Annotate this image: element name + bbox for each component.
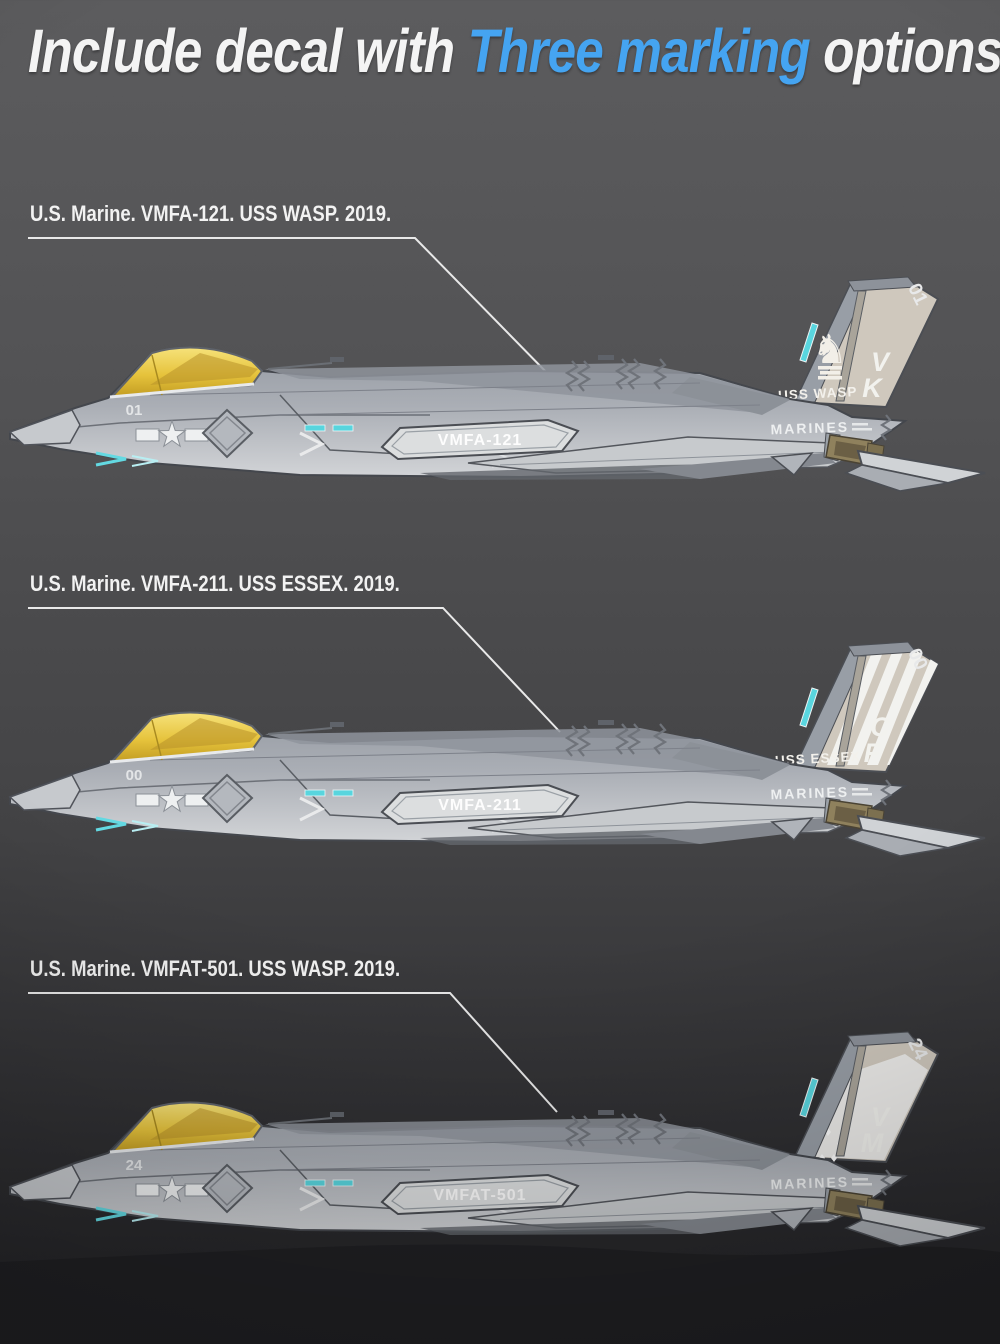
marking-option-label-2: U.S. Marine. VMFA-211. USS ESSEX. 2019. [30, 571, 400, 596]
us-star-insignia [135, 1174, 209, 1203]
f35b-side-profile-illustration: 00 C F USS ESSEX 00 [8, 641, 986, 857]
ship-name-marking: USS ESSEX [775, 749, 861, 768]
marking-option-label-1: U.S. Marine. VMFA-121. USS WASP. 2019. [30, 201, 392, 226]
knight-emblem: ♞ [812, 328, 848, 380]
service-marking: MARINES [770, 1174, 872, 1193]
tail-code-bottom-letter: K [862, 373, 884, 403]
us-star-insignia [135, 419, 209, 448]
f35b-side-profile-illustration: 24 V M 24 [8, 1031, 986, 1247]
squadron-marking-text: VMFA-211 [438, 797, 522, 814]
marines-text: MARINES [770, 419, 849, 438]
gear-door-stripes [95, 1206, 159, 1222]
rudder-hinge [835, 655, 867, 767]
vertical-tail-fin: 00 C F USS ESSEX [775, 641, 940, 774]
fin-top-cap [847, 1031, 917, 1047]
canopy [109, 711, 264, 764]
chevron-marking-1 [299, 1186, 326, 1212]
canopy-sill [109, 747, 255, 764]
tail-code-bottom-letter: F [864, 738, 882, 768]
tail-code-top-letter: V [871, 347, 891, 377]
fin-formation-light [799, 322, 819, 363]
fuselage-light-1 [304, 789, 326, 797]
title-text-after: options [809, 17, 1000, 85]
fuselage-light-2 [332, 1179, 354, 1187]
ram-zigzag-markings [564, 723, 893, 806]
gear-door-stripes [95, 451, 159, 467]
stabilator [844, 449, 986, 492]
fuselage-light-1 [304, 424, 326, 432]
squadron-marking-panel: VMFA-121 [380, 418, 580, 461]
ventral-fin [770, 1207, 814, 1232]
serial-marking [852, 788, 868, 791]
stabilator [844, 814, 986, 857]
marking-option-2-aircraft: 00 C F USS ESSEX 00 [0, 630, 1000, 880]
tail-code-top-letter: V [871, 1102, 891, 1132]
page-title: Include decal with Three marking options [28, 16, 1000, 86]
title-highlight: Three marking [467, 17, 811, 85]
marines-text: MARINES [770, 1174, 849, 1193]
serial-marking [852, 423, 868, 426]
ram-zigzag-markings [564, 358, 893, 441]
forward-bay-diamond [201, 408, 254, 459]
radome [8, 774, 81, 811]
leader-line-3 [28, 992, 558, 1113]
marines-text: MARINES [770, 784, 849, 803]
forward-bay-diamond [201, 1163, 254, 1214]
rudder-hinge [835, 1045, 867, 1157]
marking-option-1-aircraft: ♞ 01 V K USS WASP [0, 265, 1000, 515]
forward-bay-diamond [201, 773, 254, 824]
vertical-tail-fin: 24 V M [793, 1031, 940, 1164]
nose-modex-number: 01 [126, 402, 143, 419]
gear-door-stripes [95, 816, 159, 832]
ventral-fin [770, 817, 814, 842]
radome [8, 1164, 81, 1201]
svg-text:♞: ♞ [812, 328, 848, 372]
canopy-sill [109, 1137, 255, 1154]
fuselage-light-1 [304, 1179, 326, 1187]
ventral-fin [770, 452, 814, 477]
chevron-marking-1 [299, 796, 326, 822]
leader-line-1 [28, 237, 553, 379]
canopy-sill [109, 382, 255, 399]
chevron-marking-1 [299, 431, 326, 457]
fin-top-cap [847, 276, 917, 292]
rudder-hinge [835, 290, 867, 402]
squadron-marking-panel: VMFA-211 [380, 783, 580, 826]
tail-code-bottom-letter: M [861, 1128, 884, 1158]
service-marking: MARINES [770, 784, 872, 803]
serial-marking [852, 1178, 868, 1181]
marking-option-3-aircraft: 24 V M 24 [0, 1020, 1000, 1270]
tail-code-top-letter: C [870, 712, 890, 742]
squadron-marking-text: VMFA-121 [438, 432, 522, 449]
nose-modex-number: 00 [126, 767, 143, 784]
fin-top-cap [847, 641, 917, 657]
radome [8, 409, 81, 446]
marking-option-label-3: U.S. Marine. VMFAT-501. USS WASP. 2019. [30, 956, 401, 981]
service-marking: MARINES [770, 419, 872, 438]
nose-modex-number: 24 [126, 1157, 143, 1174]
leader-line-2 [28, 607, 561, 733]
canopy [109, 346, 264, 399]
fuselage-light-2 [332, 789, 354, 797]
title-text-before: Include decal with [28, 17, 468, 85]
squadron-marking-text: VMFAT-501 [433, 1187, 526, 1204]
canopy [109, 1101, 264, 1154]
ship-name-marking: USS WASP [778, 384, 858, 403]
stabilator [844, 1204, 986, 1247]
fuselage-light-2 [332, 424, 354, 432]
f35b-side-profile-illustration: ♞ 01 V K USS WASP [8, 276, 986, 492]
ram-zigzag-markings [564, 1113, 893, 1196]
squadron-marking-panel: VMFAT-501 [380, 1173, 580, 1216]
fin-formation-light [799, 687, 819, 728]
fin-formation-light [799, 1077, 819, 1118]
